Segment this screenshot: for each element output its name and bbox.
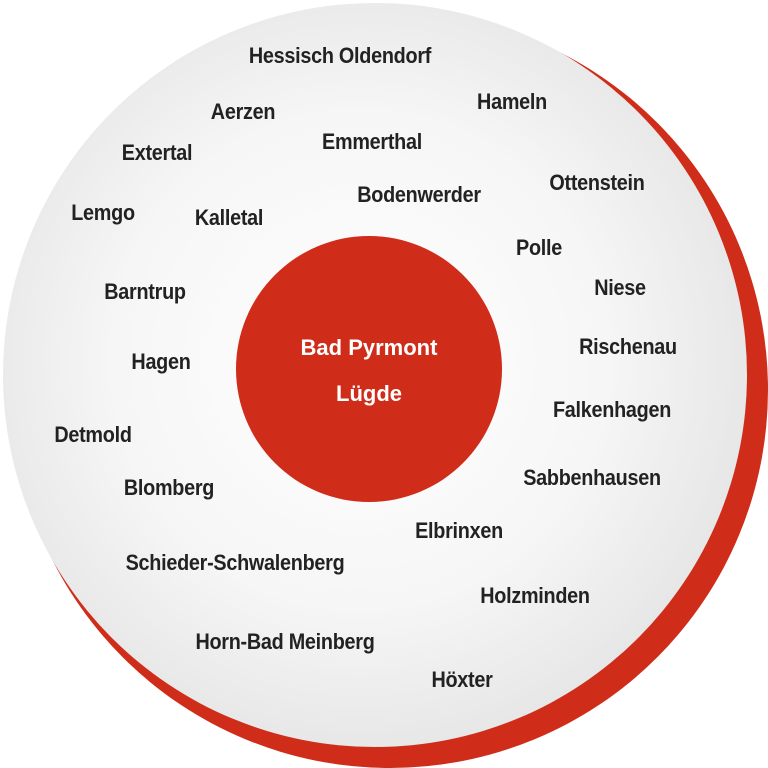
place-label: Kalletal — [194, 205, 264, 230]
place-label: Ottenstein — [549, 170, 645, 195]
place-label: Elbrinxen — [415, 518, 503, 543]
place-label: Hagen — [131, 349, 191, 374]
place-label: Extertal — [121, 140, 193, 165]
place-label: Detmold — [54, 422, 132, 447]
place-label: Hessisch Oldendorf — [248, 43, 432, 68]
place-label: Aerzen — [210, 99, 276, 124]
place-label: Rischenau — [579, 334, 677, 359]
place-label: Holzminden — [480, 583, 590, 608]
place-label: Falkenhagen — [552, 397, 672, 422]
place-label: Horn-Bad Meinberg — [195, 629, 375, 654]
place-label: Blomberg — [123, 475, 215, 500]
center-circle — [236, 236, 502, 502]
place-label: Hameln — [477, 89, 547, 114]
place-label: Barntrup — [104, 279, 186, 304]
place-label: Höxter — [431, 667, 493, 692]
place-label: Schieder-Schwalenberg — [125, 550, 345, 575]
center-label-luegde: Lügde — [336, 381, 402, 406]
place-label: Sabbenhausen — [523, 465, 661, 490]
place-label: Emmerthal — [322, 129, 422, 154]
place-label: Polle — [516, 235, 562, 260]
place-label: Lemgo — [71, 200, 135, 225]
place-label: Bodenwerder — [357, 182, 481, 207]
place-label: Niese — [594, 275, 646, 300]
center-label-bad-pyrmont: Bad Pyrmont — [300, 335, 438, 360]
